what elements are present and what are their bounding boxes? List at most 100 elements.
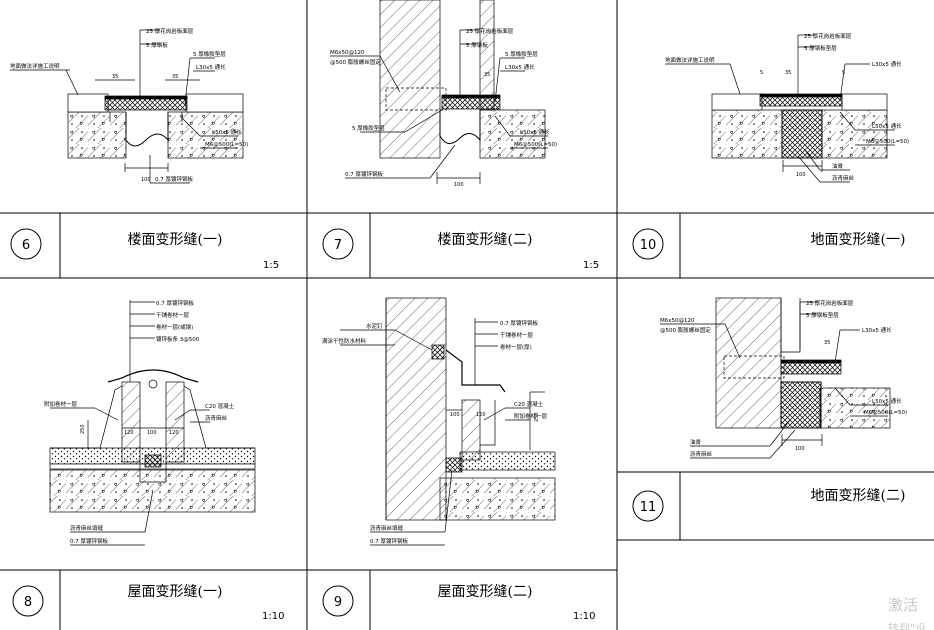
- label: 油膏: [690, 438, 702, 446]
- title-block-11: 11 地面变形缝(二): [632, 488, 906, 522]
- detail-title: 地面变形缝(一): [811, 232, 906, 248]
- label: 沥青麻丝: [832, 174, 855, 182]
- detail-number: 7: [334, 238, 342, 253]
- detail-drawing-10: [665, 34, 895, 183]
- label: L30x5 通长: [196, 63, 226, 71]
- detail-number-circle: [12, 585, 44, 617]
- label: 0.7 厚镀锌钢板: [500, 319, 538, 327]
- dimension: 5: [842, 70, 845, 76]
- label: L50x5 通长: [520, 128, 550, 136]
- dimension: 100: [796, 172, 806, 178]
- detail-title: 地面变形缝(二): [811, 488, 906, 504]
- label: 5 厚橡胶垫层: [505, 50, 538, 58]
- label: @500 膨胀螺丝固定: [330, 58, 381, 66]
- label: 附加卷材一层: [514, 412, 548, 420]
- label: L50x5 通长: [872, 122, 902, 130]
- detail-drawing-8: [49, 300, 256, 546]
- watermark-line-1: 激活: [888, 596, 918, 614]
- label: 0.7 厚镀锌钢板: [156, 299, 194, 307]
- detail-number: 8: [24, 595, 32, 610]
- label: L50x5 通长: [212, 128, 242, 136]
- label: 5 厚钢板: [146, 41, 168, 49]
- label: 满涂干性防水材料: [322, 337, 367, 345]
- detail-labels-9: 0.7 厚镀锌钢板 干铺卷材一层 卷材一层(厚) 水泥钉 满涂干性防水材料 C2…: [322, 319, 548, 545]
- label: 卷材一层(或钢): [156, 323, 193, 331]
- dimension: 35: [785, 70, 791, 76]
- label: M6@500(L=50): [514, 142, 557, 148]
- detail-number: 10: [640, 238, 657, 253]
- label: 0.7 厚镀锌钢板: [370, 537, 408, 545]
- detail-number: 11: [640, 500, 657, 515]
- dimension: 35: [824, 340, 830, 346]
- dimension: 35: [484, 72, 490, 78]
- detail-labels-10: 25 厚花岗岩板面层 5 厚钢板垫层 地面做法详施工说明 L30x5 通长 L5…: [665, 32, 909, 182]
- detail-number: 6: [22, 238, 30, 253]
- label: 地面做法详施工说明: [10, 62, 60, 70]
- label: 干铺卷材一层: [500, 331, 534, 339]
- label: 沥青麻丝: [690, 450, 713, 458]
- label: 地面做法详施工说明: [665, 56, 715, 64]
- label: 5 厚橡胶垫层: [352, 124, 385, 132]
- detail-labels-8: 0.7 厚镀锌钢板 干铺卷材一层 卷材一层(或钢) 镀锌板条 3@500 附加卷…: [44, 299, 235, 545]
- label: L30x5 通长: [862, 326, 892, 334]
- watermark-line-2: 转到"设: [888, 621, 926, 630]
- label: M6x50@120: [660, 318, 695, 324]
- dimension: 100: [141, 177, 151, 183]
- label: 0.7 厚镀锌钢板: [155, 175, 193, 183]
- title-block-10: 10 地面变形缝(一): [632, 228, 906, 260]
- label: 25 厚花岗岩板面层: [804, 32, 852, 40]
- detail-title: 楼面变形缝(二): [438, 232, 533, 248]
- label: M6@500(L=50): [205, 142, 248, 148]
- label: M6@500(L=50): [864, 410, 907, 416]
- detail-scale: 1:10: [573, 611, 595, 622]
- dimension: 120: [169, 430, 179, 436]
- detail-labels-11: 25 厚花岗岩板面层 5 厚钢板垫层 M6x50@120 @500 膨胀螺丝固定…: [660, 299, 907, 458]
- title-block-6: 6 楼面变形缝(一) 1:5: [10, 228, 279, 271]
- detail-scale: 1:5: [263, 260, 279, 271]
- detail-labels-7: 25 厚花岗岩板面层 5 厚钢板 M6x50@120 @500 膨胀螺丝固定 5…: [330, 27, 557, 188]
- label: L50x5 通长: [872, 397, 902, 405]
- dimension: 250: [80, 424, 86, 434]
- dimension: 120: [476, 412, 486, 418]
- detail-scale: 1:10: [262, 611, 284, 622]
- detail-drawing-11: [660, 297, 891, 459]
- label: C20 混凝土: [205, 402, 235, 410]
- label: M6x50@120: [330, 50, 365, 56]
- dimension: 35: [112, 74, 118, 80]
- label: 油膏: [832, 162, 844, 170]
- label: 沥青麻丝: [205, 414, 228, 422]
- label: 5 厚钢板垫层: [804, 44, 837, 52]
- label: 卷材一层(厚): [500, 343, 532, 351]
- label: M6@500(L=50): [866, 139, 909, 145]
- activation-watermark: 激活 转到"设: [888, 596, 926, 630]
- detail-number-circle: [322, 585, 354, 617]
- detail-number-circle: [322, 228, 354, 260]
- dimension: 120: [124, 430, 134, 436]
- label: 25 厚花岗岩板面层: [466, 27, 514, 35]
- label: L30x5 通长: [505, 63, 535, 71]
- label: 水泥钉: [366, 322, 383, 330]
- label: 干铺卷材一层: [156, 311, 190, 319]
- detail-labels-6: 25 厚花岗岩板面层 5 厚钢板 地面做法详施工说明 5 厚橡胶垫层 L30x5…: [10, 27, 248, 183]
- label: 25 厚花岗岩板面层: [146, 27, 194, 35]
- label: C20 混凝土: [514, 400, 544, 408]
- dimension: 100: [450, 412, 460, 418]
- detail-title: 屋面变形缝(一): [128, 584, 223, 600]
- detail-number-circle: [632, 490, 664, 522]
- detail-title: 屋面变形缝(二): [438, 584, 533, 600]
- detail-drawing-6: [10, 29, 244, 184]
- label: 25 厚花岗岩板面层: [806, 299, 854, 307]
- detail-drawing-7: [330, 0, 548, 184]
- title-block-8: 8 屋面变形缝(一) 1:10: [12, 584, 284, 622]
- label: 5 厚钢板垫层: [806, 311, 839, 319]
- label: 0.7 厚镀锌钢板: [70, 537, 108, 545]
- label: @500 膨胀螺丝固定: [660, 326, 711, 334]
- label: L30x5 通长: [872, 60, 902, 68]
- dimension: 5: [760, 70, 763, 76]
- label: 沥青麻丝填缝: [370, 524, 404, 532]
- label: 5 厚钢板: [466, 41, 488, 49]
- title-block-7: 7 楼面变形缝(二) 1:5: [322, 228, 599, 271]
- dimension: 100: [795, 446, 805, 452]
